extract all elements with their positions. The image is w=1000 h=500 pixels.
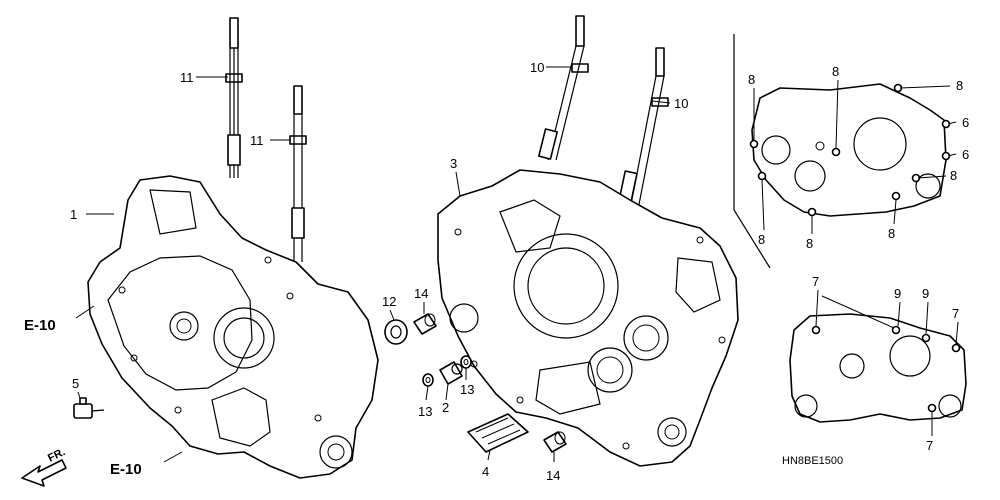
dowel-pin-14-lower	[543, 431, 567, 453]
callout-7-right: 7	[952, 306, 959, 321]
callout-8-bottom-left: 8	[758, 232, 765, 247]
diagram-code: HN8BE1500	[782, 455, 843, 467]
callout-9-left: 9	[894, 286, 901, 301]
callout-6-lower: 6	[962, 147, 969, 162]
callout-8-bottom-right: 8	[888, 226, 895, 241]
oil-strainer-4	[467, 413, 529, 453]
callout-8-right: 8	[950, 168, 957, 183]
dowel-pin-14-upper	[413, 313, 437, 335]
callout-10-left: 10	[530, 60, 544, 75]
callout-3: 3	[450, 156, 457, 171]
leader-lines	[75, 66, 959, 463]
callout-9-right: 9	[922, 286, 929, 301]
left-crankcase-half	[87, 175, 379, 479]
front-direction-arrow: FR.	[21, 446, 67, 487]
bolt-5	[73, 397, 105, 419]
callout-5: 5	[72, 376, 79, 391]
callout-14-lower: 14	[546, 468, 560, 483]
stud-bolt-11-left	[225, 17, 243, 178]
washer-13-right	[460, 355, 472, 369]
plug-2	[439, 361, 463, 385]
callout-6-upper: 6	[962, 115, 969, 130]
callout-7-left: 7	[812, 274, 819, 289]
callout-14-upper: 14	[414, 286, 428, 301]
callout-12: 12	[382, 294, 396, 309]
callout-2: 2	[442, 400, 449, 415]
ref-e10-lower: E-10	[110, 461, 142, 478]
inset-lower-case-outline	[789, 313, 967, 423]
inset-upper-case-outline	[749, 83, 951, 217]
right-crankcase-half	[437, 169, 739, 467]
callout-13-left: 13	[418, 404, 432, 419]
washer-13-left	[422, 373, 434, 387]
callout-1: 1	[70, 207, 77, 222]
stud-bolt-10-left	[537, 15, 589, 161]
stud-bolt-11-right	[289, 85, 307, 262]
callout-8-top-middle: 8	[832, 64, 839, 79]
oil-seal-12	[384, 319, 408, 345]
callout-11-lower: 11	[250, 133, 264, 148]
ref-e10-upper: E-10	[24, 317, 56, 334]
direction-label: FR.	[46, 446, 67, 465]
callout-11-upper: 11	[180, 70, 194, 85]
callout-7-bottom: 7	[926, 438, 933, 453]
inset-divider	[733, 34, 771, 269]
callout-13-right: 13	[460, 382, 474, 397]
callout-8-top-left: 8	[748, 72, 755, 87]
callout-8-top-right: 8	[956, 78, 963, 93]
callout-8-bottom-middle: 8	[806, 236, 813, 251]
callout-4: 4	[482, 464, 489, 479]
callout-10-right: 10	[674, 96, 688, 111]
